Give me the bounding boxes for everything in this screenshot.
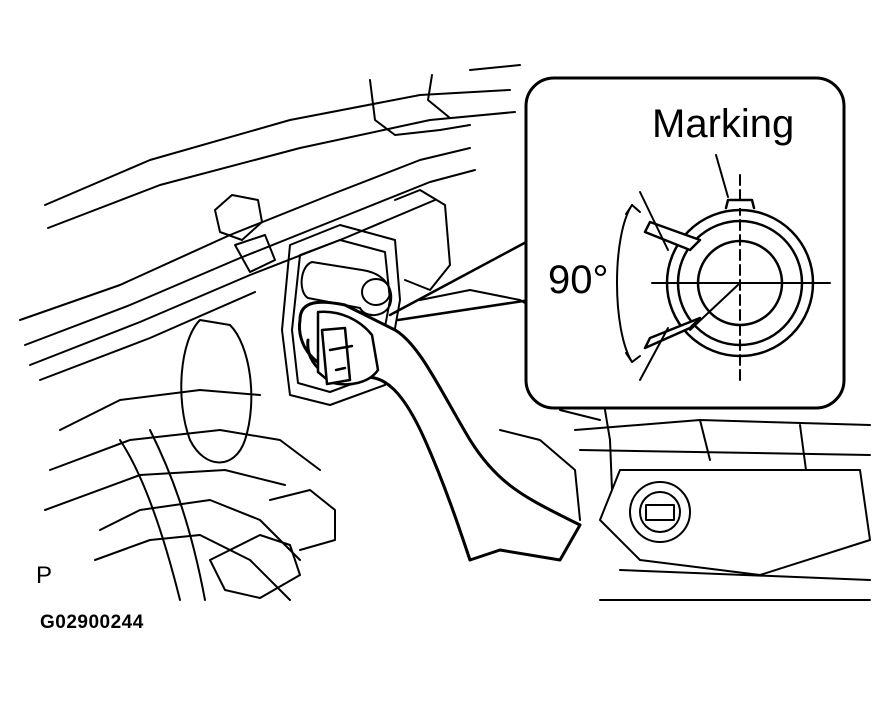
hose-clamp xyxy=(316,310,380,386)
figure-code: G02900244 xyxy=(40,612,144,633)
corner-letter: P xyxy=(36,562,53,589)
clamp-detail xyxy=(616,154,831,381)
angle-label: 90° xyxy=(548,258,609,302)
marking-label: Marking xyxy=(652,102,795,146)
callout-pointer xyxy=(388,238,532,322)
